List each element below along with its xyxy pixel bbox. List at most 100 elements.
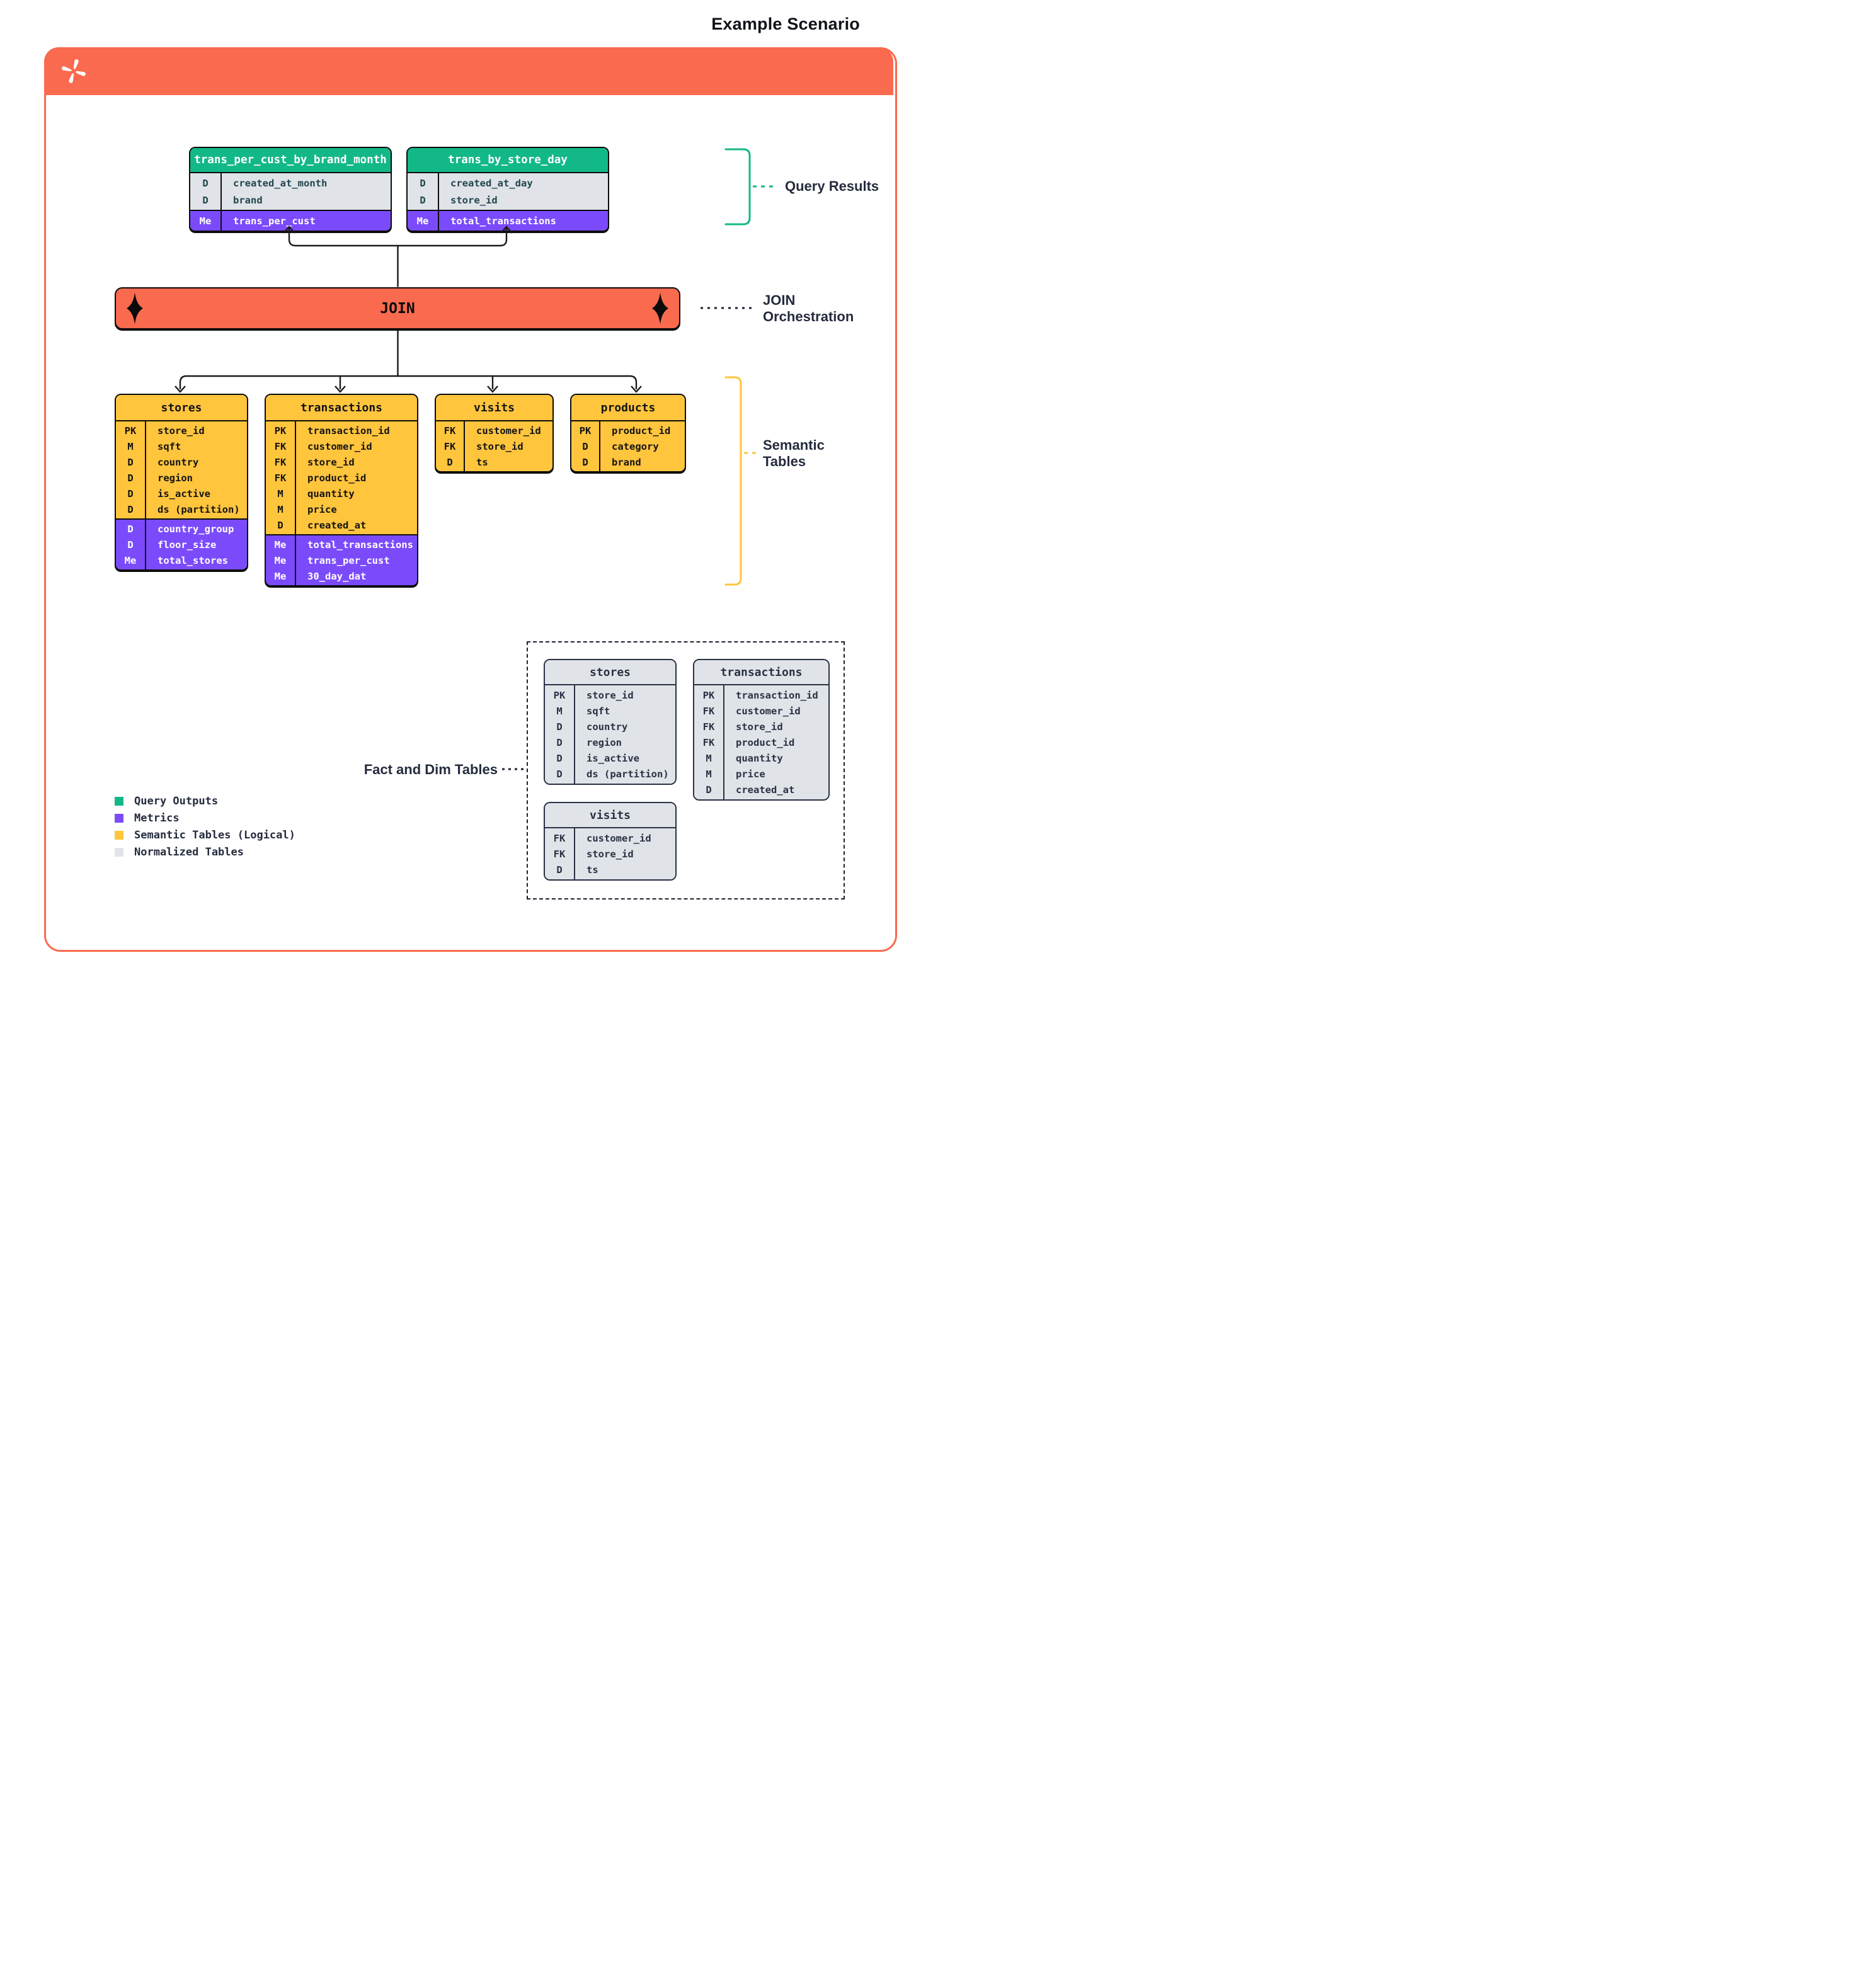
column-name: customer_id xyxy=(476,425,541,437)
legend-label: Normalized Tables xyxy=(134,845,244,859)
column-key-badge: M xyxy=(277,488,283,500)
legend-item: Normalized Tables xyxy=(115,843,295,860)
table-title: visits xyxy=(545,803,675,828)
column-key-badge: M xyxy=(556,705,563,717)
column-name: ts xyxy=(476,456,488,468)
column-name: customer_id xyxy=(586,832,651,844)
table-row: PK transaction_id xyxy=(266,423,417,438)
legend-label: Semantic Tables (Logical) xyxy=(134,828,295,842)
column-name: sqft xyxy=(586,705,610,717)
column-key-badge: Me xyxy=(274,554,287,566)
table-row: FK customer_id xyxy=(266,438,417,454)
column-key-badge: FK xyxy=(274,456,287,468)
column-name: 30_day_dat xyxy=(307,570,367,582)
join-orchestration-bar: JOIN xyxy=(115,287,680,329)
table-row: Me 30_day_dat xyxy=(266,568,417,584)
column-name: product_id xyxy=(307,472,367,484)
column-key-badge: PK xyxy=(274,425,287,437)
column-name: brand xyxy=(233,194,263,206)
column-key-badge: PK xyxy=(702,689,715,701)
header-band xyxy=(44,47,893,95)
column-name: ts xyxy=(586,864,598,876)
column-key-badge: Me xyxy=(274,570,287,582)
column-key-badge: FK xyxy=(274,440,287,452)
column-name: category xyxy=(612,440,659,452)
legend-swatch-icon xyxy=(115,813,123,823)
legend-item: Query Outputs xyxy=(115,792,295,809)
column-key-badge: D xyxy=(127,456,134,468)
column-key-badge: D xyxy=(582,440,588,452)
join-orchestration-line2: Orchestration xyxy=(763,309,854,324)
legend-label: Metrics xyxy=(134,811,180,825)
table-title: stores xyxy=(545,660,675,685)
column-key-badge: FK xyxy=(702,705,715,717)
column-name: region xyxy=(157,472,193,484)
column-key-badge: D xyxy=(582,456,588,468)
column-name: store_id xyxy=(736,721,783,733)
column-name: quantity xyxy=(307,488,355,500)
column-key-badge: M xyxy=(706,768,712,780)
column-key-badge: FK xyxy=(553,832,566,844)
column-name: is_active xyxy=(157,488,210,500)
column-key-badge: D xyxy=(706,784,712,796)
column-name: total_transactions xyxy=(307,539,413,551)
column-key-badge: PK xyxy=(553,689,566,701)
column-key-badge: Me xyxy=(274,539,287,551)
column-key-badge: D xyxy=(447,456,453,468)
column-name: store_id xyxy=(157,425,205,437)
table-title: stores xyxy=(116,395,247,421)
column-name: created_at_month xyxy=(233,177,328,189)
column-key-badge: D xyxy=(420,194,426,206)
column-key-badge: D xyxy=(420,177,426,189)
column-key-badge: D xyxy=(277,519,283,531)
column-key-badge: D xyxy=(556,736,563,748)
column-key-badge: D xyxy=(556,752,563,764)
semantic-tables-line2: Tables xyxy=(763,454,806,469)
column-key-badge: FK xyxy=(443,425,456,437)
fact-dim-container xyxy=(527,641,845,900)
table-title: transactions xyxy=(694,660,828,685)
legend-item: Metrics xyxy=(115,809,295,826)
column-name: sqft xyxy=(157,440,181,452)
query-results-label: Query Results xyxy=(785,178,879,194)
logo-icon xyxy=(62,59,86,83)
fact-dim-label: Fact and Dim Tables xyxy=(363,762,498,777)
column-name: floor_size xyxy=(157,539,217,551)
column-name: customer_id xyxy=(307,440,372,452)
column-name: transaction_id xyxy=(307,425,390,437)
column-key-badge: D xyxy=(127,539,134,551)
column-key-badge: D xyxy=(556,721,563,733)
column-key-badge: D xyxy=(202,177,209,189)
column-key-badge: Me xyxy=(416,215,429,227)
column-key-badge: D xyxy=(127,472,134,484)
column-key-badge: D xyxy=(202,194,209,206)
